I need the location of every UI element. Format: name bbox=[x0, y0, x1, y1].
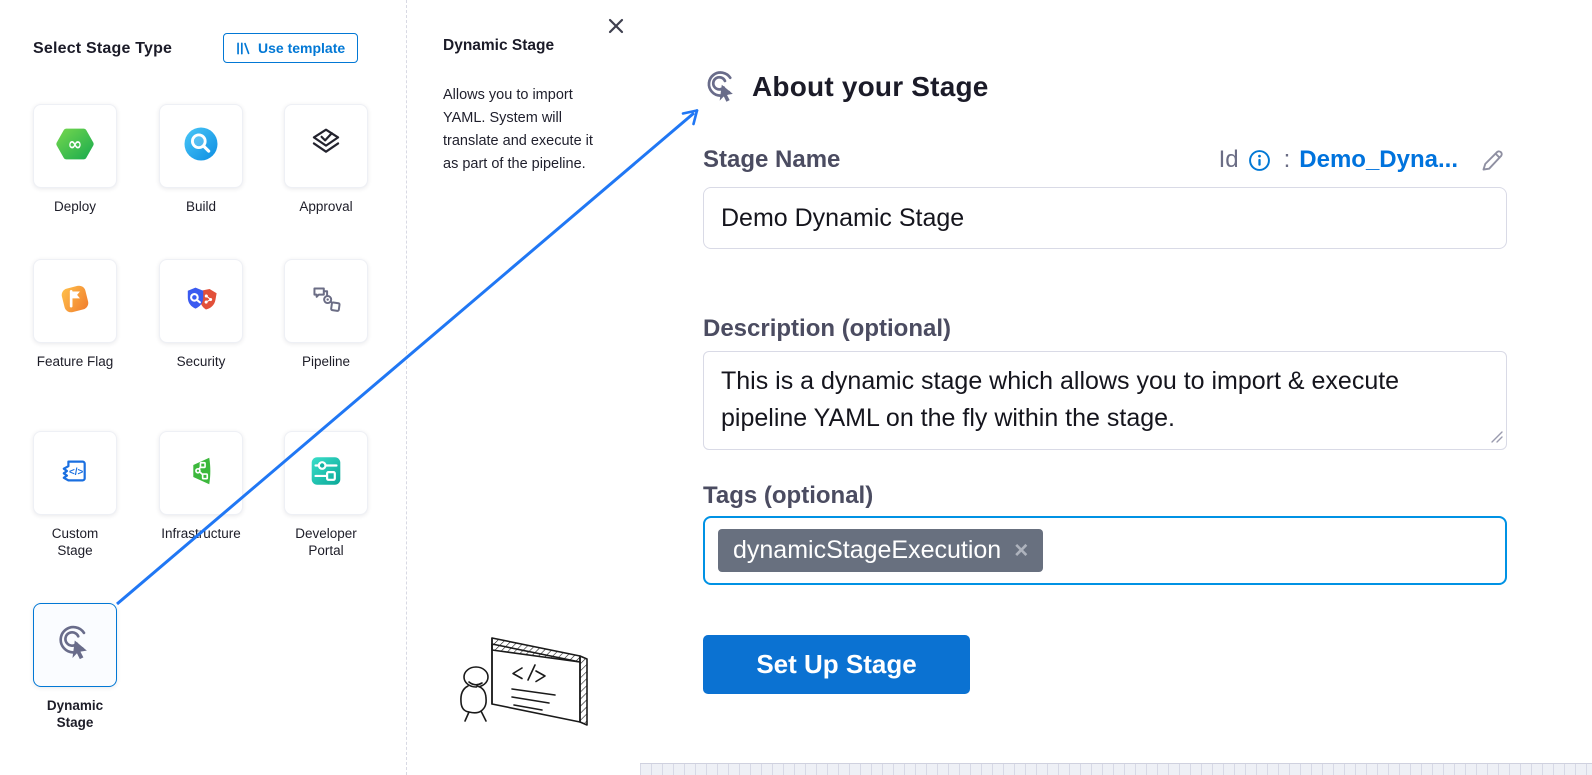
dynamic-stage-icon bbox=[52, 620, 98, 671]
template-library-icon bbox=[236, 41, 251, 56]
developer-portal-icon bbox=[304, 449, 348, 498]
stage-card-custom-stage[interactable]: </> Custom Stage bbox=[12, 431, 138, 559]
svg-text:∞: ∞ bbox=[68, 135, 83, 155]
stage-name-input[interactable] bbox=[703, 187, 1507, 249]
stage-name-label: Stage Name bbox=[703, 146, 841, 173]
info-panel-description: Allows you to import YAML. System will t… bbox=[443, 87, 593, 172]
dynamic-stage-icon bbox=[701, 66, 743, 113]
id-separator: : bbox=[1283, 146, 1291, 173]
security-icon bbox=[179, 277, 223, 326]
svg-text:</>: </> bbox=[69, 466, 84, 477]
select-stage-type-title: Select Stage Type bbox=[33, 40, 173, 57]
info-panel-title: Dynamic Stage bbox=[443, 37, 555, 54]
stage-card-feature-flag[interactable]: Feature Flag bbox=[12, 259, 138, 370]
stage-card-approval[interactable]: Approval bbox=[263, 104, 389, 215]
stage-card-pipeline[interactable]: Pipeline bbox=[263, 259, 389, 370]
description-textarea[interactable]: This is a dynamic stage which allows you… bbox=[703, 351, 1507, 450]
stage-card-build[interactable]: Build bbox=[138, 104, 264, 215]
build-icon bbox=[179, 122, 223, 171]
stage-card-dynamic-stage[interactable]: Dynamic Stage bbox=[12, 603, 138, 731]
remove-tag-icon[interactable]: × bbox=[1014, 536, 1029, 564]
custom-stage-icon: </> bbox=[53, 449, 97, 498]
edit-pencil-icon[interactable] bbox=[1479, 147, 1506, 174]
stage-card-developer-portal[interactable]: Developer Portal bbox=[263, 431, 389, 559]
tags-input[interactable]: dynamicStageExecution × bbox=[703, 516, 1507, 585]
infrastructure-icon bbox=[179, 449, 223, 498]
stage-card-security[interactable]: Security bbox=[138, 259, 264, 370]
presenter-illustration bbox=[452, 622, 632, 742]
info-icon[interactable] bbox=[1248, 149, 1271, 172]
feature-flag-icon bbox=[53, 277, 97, 326]
close-icon[interactable] bbox=[606, 16, 626, 36]
id-label: Id bbox=[1218, 146, 1239, 173]
tags-label: Tags (optional) bbox=[703, 482, 874, 509]
tag-chip: dynamicStageExecution × bbox=[718, 529, 1044, 572]
stage-id-row: Id : Demo_Dyna... bbox=[1219, 146, 1506, 174]
stage-id-value[interactable]: Demo_Dyna... bbox=[1299, 146, 1458, 173]
approval-icon bbox=[304, 122, 348, 171]
description-label: Description (optional) bbox=[703, 315, 951, 342]
about-your-stage-title: About your Stage bbox=[752, 71, 989, 102]
use-template-button[interactable]: Use template bbox=[223, 33, 359, 63]
tag-text: dynamicStageExecution bbox=[733, 536, 1002, 564]
panel-divider bbox=[406, 0, 407, 775]
pipeline-icon bbox=[304, 277, 348, 326]
pipeline-canvas-grid-edge bbox=[640, 763, 1592, 775]
set-up-stage-button[interactable]: Set Up Stage bbox=[703, 635, 970, 694]
stage-card-infrastructure[interactable]: Infrastructure bbox=[138, 431, 264, 542]
stage-card-deploy[interactable]: ∞ Deploy bbox=[12, 104, 138, 215]
deploy-icon: ∞ bbox=[53, 122, 97, 171]
